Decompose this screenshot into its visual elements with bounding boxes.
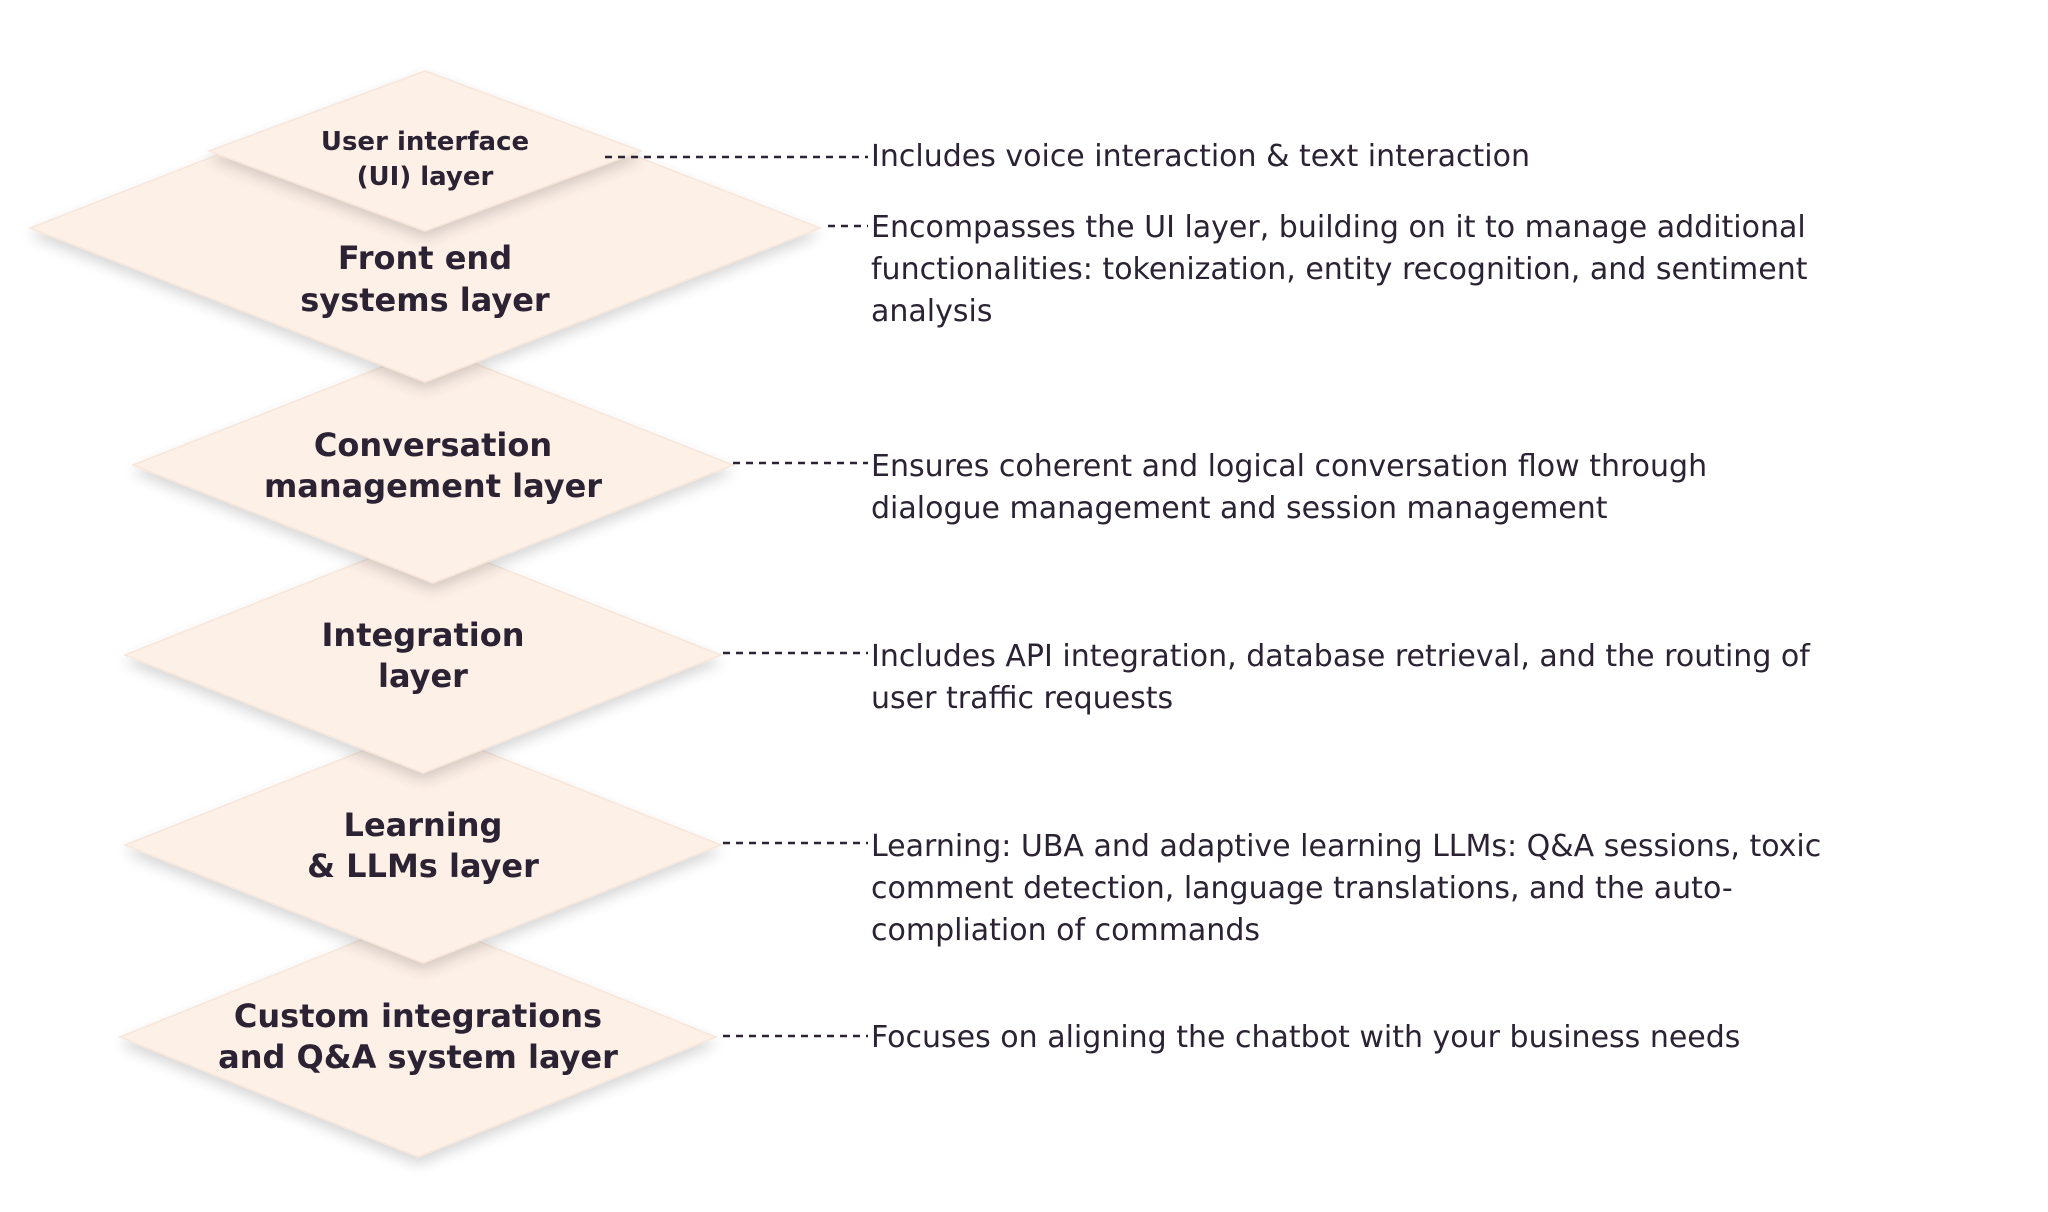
layer-label-line: Conversation [314,426,552,464]
layer-descriptions: Includes voice interaction & text intera… [871,139,1821,1055]
layer-description-custom: Focuses on aligning the chatbot with you… [871,1020,1740,1055]
layer-label-line: Custom integrations [234,997,602,1035]
layer-diamonds [27,70,823,1158]
layer-label-ui: User interface (UI) layer [321,127,529,192]
layer-label-line: Integration [322,616,525,654]
layer-label-line: management layer [264,467,602,505]
layer-description-front-end: Encompasses the UI layer, building on it… [871,210,1808,329]
layer-label-line: User interface [321,127,529,157]
layer-label-line: (UI) layer [357,162,494,192]
diamond-ui [206,70,644,232]
description-line: compliation of commands [871,913,1260,948]
layer-description-ui: Includes voice interaction & text intera… [871,139,1530,174]
connector-lines [605,155,868,1038]
description-line: Includes API integration, database retri… [871,639,1811,674]
description-line: Includes voice interaction & text intera… [871,139,1530,174]
diamond-custom [117,916,719,1158]
layer-label-line: Front end [338,239,512,277]
layer-label-front-end: Front end systems layer [300,239,550,319]
layer-label-line: Learning [344,806,503,844]
description-line: dialogue management and session manageme… [871,491,1608,526]
diamond-learning [122,726,724,964]
layer-description-learning: Learning: UBA and adaptive learning LLMs… [871,829,1821,948]
layer-description-integration: Includes API integration, database retri… [871,639,1811,716]
layer-label-learning: Learning& LLMs layer [307,806,539,885]
layer-label-line: systems layer [300,281,550,319]
description-line: Learning: UBA and adaptive learning LLMs… [871,829,1821,864]
description-line: Focuses on aligning the chatbot with you… [871,1020,1740,1055]
description-line: functionalities: tokenization, entity re… [871,252,1808,287]
description-line: Encompasses the UI layer, building on it… [871,210,1806,245]
layer-label-line: layer [378,657,468,695]
description-line: comment detection, language translations… [871,871,1733,906]
layer-label-line: & LLMs layer [307,847,539,885]
description-line: user traffic requests [871,681,1173,716]
description-line: analysis [871,294,992,329]
layer-label-line: and Q&A system layer [218,1038,618,1076]
layer-description-conversation: Ensures coherent and logical conversatio… [871,449,1707,526]
description-line: Ensures coherent and logical conversatio… [871,449,1707,484]
diamond-integration [122,536,724,774]
diamond-conversation [130,346,736,584]
